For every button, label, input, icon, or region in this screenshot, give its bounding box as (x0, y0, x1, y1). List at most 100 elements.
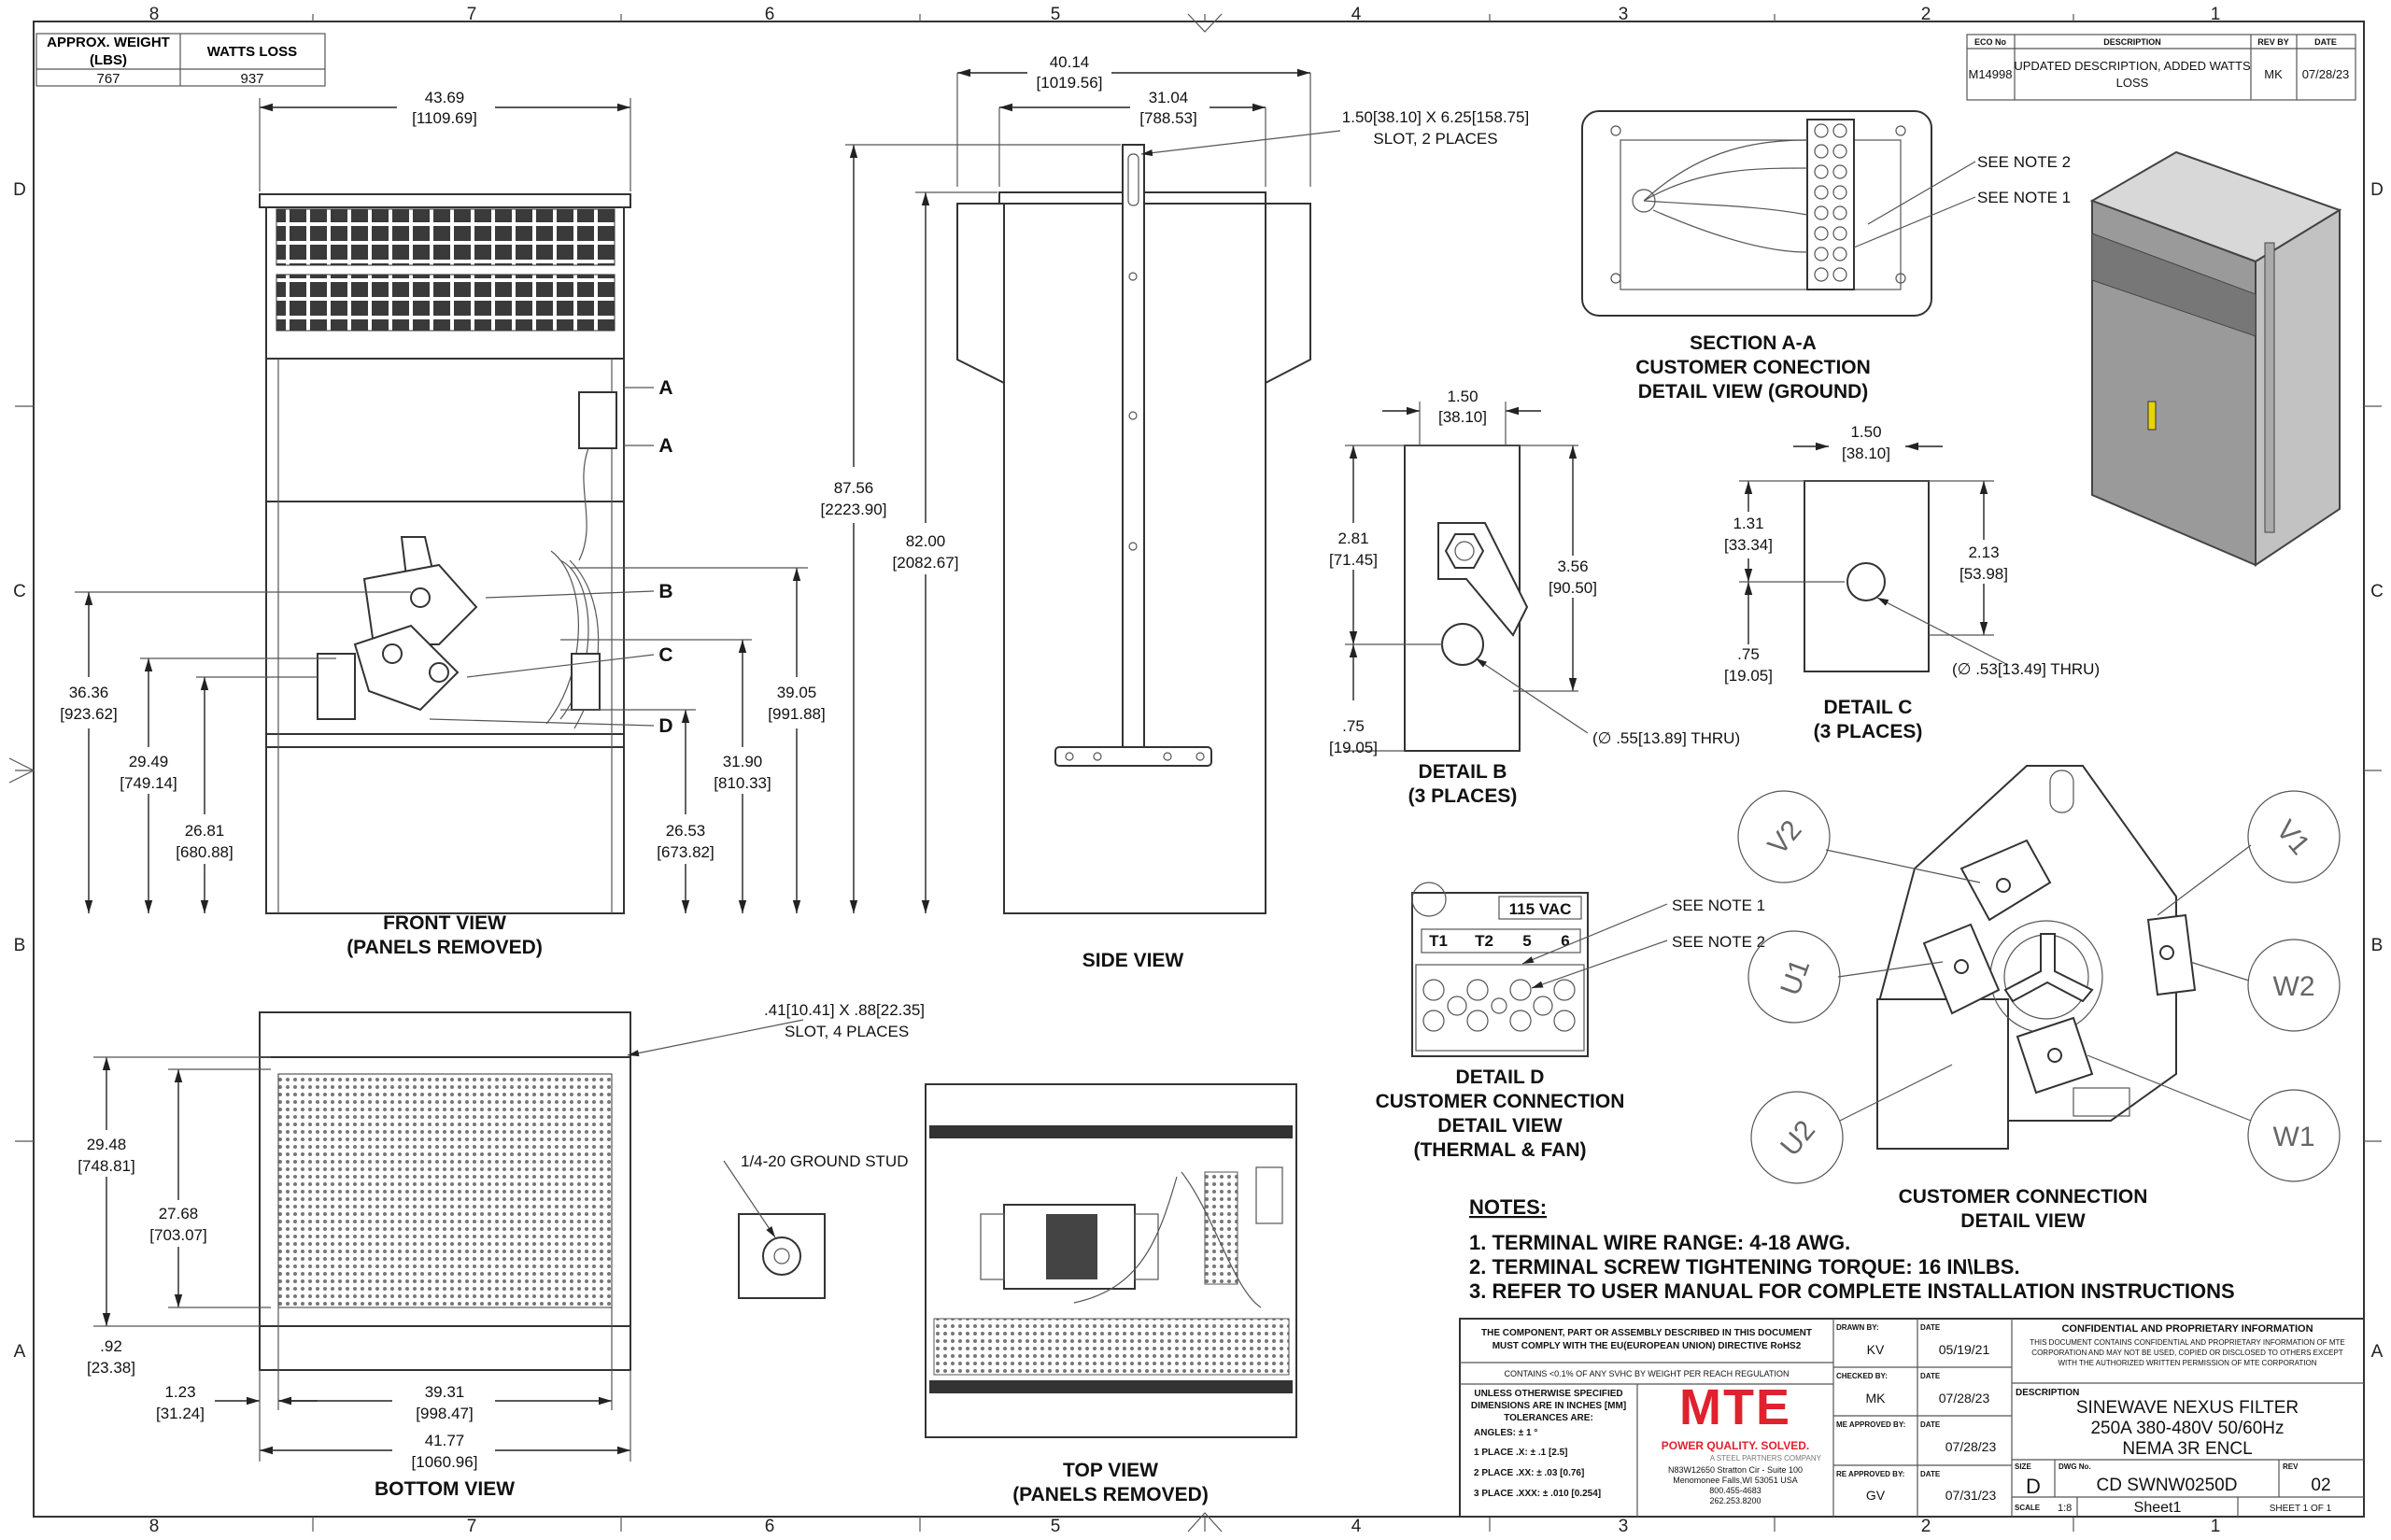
dim-value: 26.53 (666, 822, 706, 840)
dim-mm: [19.05] (1724, 667, 1773, 685)
tolerance-1-place: 1 PLACE .X: ± .1 [2.5] (1474, 1448, 1568, 1458)
zone-col-8-bottom: 8 (149, 1517, 160, 1536)
tolerance-heading-2: DIMENSIONS ARE IN INCHES [MM] (1471, 1401, 1626, 1411)
zone-row-d-right: D (2370, 180, 2384, 200)
date-label: DATE (1920, 1323, 1941, 1332)
callout-b: B (658, 581, 672, 602)
confidential-text: WITH THE AUTHORIZED WRITTEN PERMISSION O… (2058, 1359, 2316, 1367)
dim-value: 82.00 (906, 532, 946, 550)
phase-u1: U1 (1775, 955, 1816, 999)
rohs-text: THE COMPONENT, PART OR ASSEMBLY DESCRIBE… (1481, 1328, 1812, 1338)
drawn-by-label: DRAWN BY: (1836, 1323, 1879, 1332)
mte-logo: MTE POWER QUALITY. SOLVED. A STEEL PARTN… (1662, 1379, 1822, 1462)
phase-v2: V2 (1762, 814, 1808, 860)
slot-note-places: SLOT, 4 PLACES (785, 1023, 909, 1040)
dim-value: 29.48 (87, 1136, 127, 1153)
description-label: DESCRIPTION (2016, 1388, 2079, 1398)
zone-col-6: 6 (765, 5, 775, 24)
dim-value: 1.23 (164, 1383, 195, 1401)
dim-mm: [71.45] (1329, 551, 1378, 569)
dim-value: 41.77 (425, 1432, 465, 1449)
zone-row-c: C (13, 582, 26, 601)
zone-row-b-right: B (2371, 936, 2384, 955)
phone-line: 800.455-4683 (1709, 1486, 1761, 1495)
revision-date: 07/28/23 (2302, 67, 2350, 81)
voltage-label: 115 VAC (1509, 900, 1572, 918)
me-approved-date: 07/28/23 (1945, 1439, 1997, 1454)
zone-col-2-bottom: 2 (1921, 1517, 1931, 1536)
notes: NOTES: 1. TERMINAL WIRE RANGE: 4-18 AWG.… (1469, 1195, 2235, 1303)
zone-row-a: A (14, 1342, 26, 1362)
dim-value: .75 (1342, 717, 1365, 735)
callout-a-1: A (658, 377, 672, 399)
dim-width-mm: [1109.69] (412, 109, 477, 127)
dim-value: 3.56 (1557, 558, 1588, 575)
front-view-subtitle: (PANELS REMOVED) (347, 937, 543, 958)
re-approved-label: RE APPROVED BY: (1836, 1470, 1904, 1478)
zone-col-5: 5 (1051, 5, 1061, 24)
slot-note: .41[10.41] X .88[22.35] (764, 1001, 925, 1019)
bottom-view-title: BOTTOM VIEW (375, 1478, 515, 1500)
zone-col-3-bottom: 3 (1619, 1517, 1629, 1536)
dim-mm: [38.10] (1438, 408, 1487, 426)
eco-number: M14998 (1969, 67, 2013, 81)
top-view: 1/4-20 GROUND STUD TOP VIEW (PANELS REMO… (723, 1083, 1297, 1505)
zone-col-6-bottom: 6 (765, 1517, 775, 1536)
detail-d-subtitle: CUSTOMER CONNECTION (1376, 1091, 1625, 1112)
confidential-heading: CONFIDENTIAL AND PROPRIETARY INFORMATION (2061, 1323, 2313, 1335)
terminal-5: 5 (1522, 932, 1531, 950)
dim-value: 29.49 (129, 753, 169, 770)
dim-value: 31.04 (1149, 89, 1189, 106)
callout-a-2: A (658, 435, 672, 457)
zone-col-4: 4 (1351, 5, 1362, 24)
detail-b: 1.50 [38.10] 2.81 [71.45] 3.56 [90.50] .… (1329, 388, 1740, 807)
confidential-text: CORPORATION AND MAY NOT BE USED, COPIED … (2031, 1349, 2343, 1357)
dim-mm: [1060.96] (412, 1453, 478, 1471)
dim-mm: [923.62] (60, 705, 117, 723)
zone-col-4-bottom: 4 (1351, 1517, 1362, 1536)
dim-value: 2.13 (1968, 544, 1999, 561)
dim-value: 2.81 (1337, 530, 1368, 547)
bottom-view: .41[10.41] X .88[22.35] SLOT, 4 PLACES 2… (78, 1001, 925, 1500)
note-item: 1. TERMINAL WIRE RANGE: 4-18 AWG. (1469, 1231, 1850, 1254)
callout-c: C (658, 644, 672, 666)
zone-col-8: 8 (149, 5, 160, 24)
dim-mm: [991.88] (768, 705, 825, 723)
section-aa: SEE NOTE 2 SEE NOTE 1 SECTION A-A CUSTOM… (1581, 110, 2071, 403)
address-line: N83W12650 Stratton Cir - Suite 100 (1668, 1465, 1803, 1475)
zone-col-1: 1 (2211, 5, 2221, 24)
scale-label: SCALE (2015, 1504, 2041, 1512)
top-view-title: TOP VIEW (1063, 1460, 1158, 1481)
dim-value: 26.81 (185, 822, 225, 840)
revision-table: ECO No DESCRIPTION REV BY DATE M14998 UP… (1966, 34, 2356, 101)
checked-date: 07/28/23 (1939, 1391, 1990, 1406)
customer-connection-subtitle: DETAIL VIEW (1960, 1210, 2086, 1232)
dim-width-value: 43.69 (425, 89, 465, 106)
date-header: DATE (2314, 37, 2337, 47)
dim-value: 39.31 (425, 1383, 465, 1401)
weight-header: APPROX. WEIGHT (47, 35, 170, 50)
side-view-title: SIDE VIEW (1082, 950, 1184, 971)
see-note-2: SEE NOTE 2 (1672, 933, 1765, 951)
drawing-number: CD SWNW0250D (2097, 1476, 2238, 1495)
drawn-date: 05/19/21 (1939, 1342, 1990, 1357)
zone-row-c-right: C (2370, 582, 2384, 601)
weight-unit-header: (LBS) (90, 52, 127, 68)
dim-mm: [53.98] (1959, 565, 2008, 583)
watts-loss-header: WATTS LOSS (207, 44, 297, 60)
dim-mm: [2223.90] (821, 501, 887, 518)
revision: 02 (2311, 1476, 2330, 1495)
slot-note: 1.50[38.10] X 6.25[158.75] (1342, 108, 1529, 126)
front-view: A A B C D 43.69 [1109.69] 36.36 [923.62]… (60, 89, 825, 958)
weight-value: 767 (96, 71, 120, 87)
dim-value: .75 (1737, 645, 1760, 663)
dim-mm: [673.82] (657, 843, 714, 861)
date-label: DATE (1920, 1470, 1941, 1478)
re-approved-date: 07/31/23 (1945, 1488, 1997, 1503)
detail-c-subtitle: (3 PLACES) (1814, 721, 1923, 742)
date-label: DATE (1920, 1420, 1941, 1429)
phase-w2: W2 (2273, 971, 2315, 1002)
phase-v1: V1 (2270, 814, 2315, 860)
section-aa-subtitle: CUSTOMER CONECTION (1635, 357, 1871, 378)
callout-d: D (658, 715, 672, 737)
